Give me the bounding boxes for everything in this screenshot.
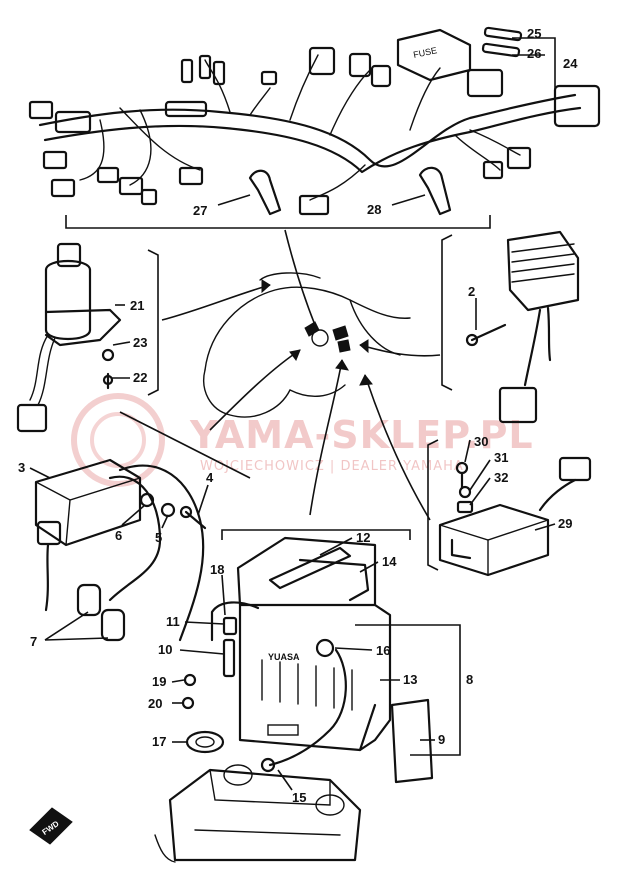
plug-cap-7b[interactable] [100, 608, 126, 642]
callout-31: 31 [494, 450, 508, 465]
washer-31[interactable] [458, 485, 472, 499]
callout-6: 6 [115, 528, 122, 543]
callout-5: 5 [155, 530, 162, 545]
screw-30[interactable] [455, 461, 469, 490]
band-clamp-28[interactable] [418, 166, 452, 216]
callouts: 25 26 24 27 28 21 23 22 2 3 4 5 6 7 30 3… [18, 26, 578, 805]
washer-20[interactable] [181, 696, 195, 710]
battery-brand: YUASA [268, 652, 300, 662]
wire-harness[interactable] [28, 46, 601, 216]
fuse-holder-10[interactable] [222, 638, 236, 678]
motorcycle-outline [203, 272, 411, 418]
callout-30: 30 [474, 434, 488, 449]
battery-label-9[interactable] [390, 698, 434, 784]
battery-box [154, 764, 362, 863]
battery-breather-18[interactable] [210, 601, 260, 642]
washer-6[interactable] [139, 492, 155, 508]
callout-18: 18 [210, 562, 224, 577]
callout-12: 12 [356, 530, 370, 545]
callout-8: 8 [466, 672, 473, 687]
callout-7: 7 [30, 634, 37, 649]
callout-3: 3 [18, 460, 25, 475]
battery-band-12[interactable] [268, 546, 352, 590]
callout-15: 15 [292, 790, 306, 805]
watermark-logo-icon [71, 393, 165, 487]
callout-14: 14 [382, 554, 397, 569]
screw-19[interactable] [183, 673, 197, 687]
watermark-brand: YAMA-SKLEP.PL [189, 413, 534, 457]
callout-24: 24 [563, 56, 578, 71]
callout-20: 20 [148, 696, 162, 711]
callout-29: 29 [558, 516, 572, 531]
watermark-subtitle: WOJCIECHOWICZ | DEALER YAMAHA [200, 459, 464, 474]
watermark: YAMA-SKLEP.PL WOJCIECHOWICZ | DEALER YAM… [71, 393, 534, 487]
callout-25: 25 [527, 26, 541, 41]
fuse-25[interactable] [483, 26, 523, 42]
callout-32: 32 [494, 470, 508, 485]
forward-arrow-icon: FWD [29, 807, 73, 845]
callout-17: 17 [152, 734, 166, 749]
nut-23[interactable] [101, 348, 115, 362]
callout-10: 10 [158, 642, 172, 657]
callout-26: 26 [527, 46, 541, 61]
callout-16: 16 [376, 643, 390, 658]
main-switch[interactable] [16, 242, 122, 433]
callout-2: 2 [468, 284, 475, 299]
battery[interactable]: YUASA [236, 536, 392, 752]
callout-23: 23 [133, 335, 147, 350]
callout-22: 22 [133, 370, 147, 385]
fuse-26[interactable] [481, 42, 521, 58]
washer-5[interactable] [160, 502, 176, 518]
battery-cover-14[interactable] [298, 558, 370, 602]
callout-4: 4 [206, 470, 214, 485]
bolt-22[interactable] [102, 372, 114, 390]
callout-28: 28 [367, 202, 381, 217]
clamp-11[interactable] [222, 616, 238, 636]
band-clamp-27[interactable] [248, 169, 282, 216]
battery-lead-15[interactable] [260, 648, 347, 773]
bolt-4[interactable] [179, 505, 207, 530]
callout-13: 13 [403, 672, 417, 687]
grommet-17[interactable] [185, 730, 225, 754]
callout-27: 27 [193, 203, 207, 218]
callout-21: 21 [130, 298, 144, 313]
callout-19: 19 [152, 674, 166, 689]
flasher-relay[interactable] [438, 456, 592, 577]
rectifier-regulator[interactable] [498, 230, 580, 424]
bolt-2[interactable] [465, 323, 507, 347]
callout-9: 9 [438, 732, 445, 747]
plug-cap-7a[interactable] [76, 583, 102, 617]
ignition-coil[interactable] [34, 458, 205, 642]
nut-32[interactable] [456, 500, 474, 514]
battery-terminal-16[interactable] [315, 638, 335, 658]
fuse-box-label: FUSE [412, 45, 438, 60]
fuse-box[interactable]: FUSE [396, 28, 472, 82]
callout-11: 11 [166, 614, 180, 629]
